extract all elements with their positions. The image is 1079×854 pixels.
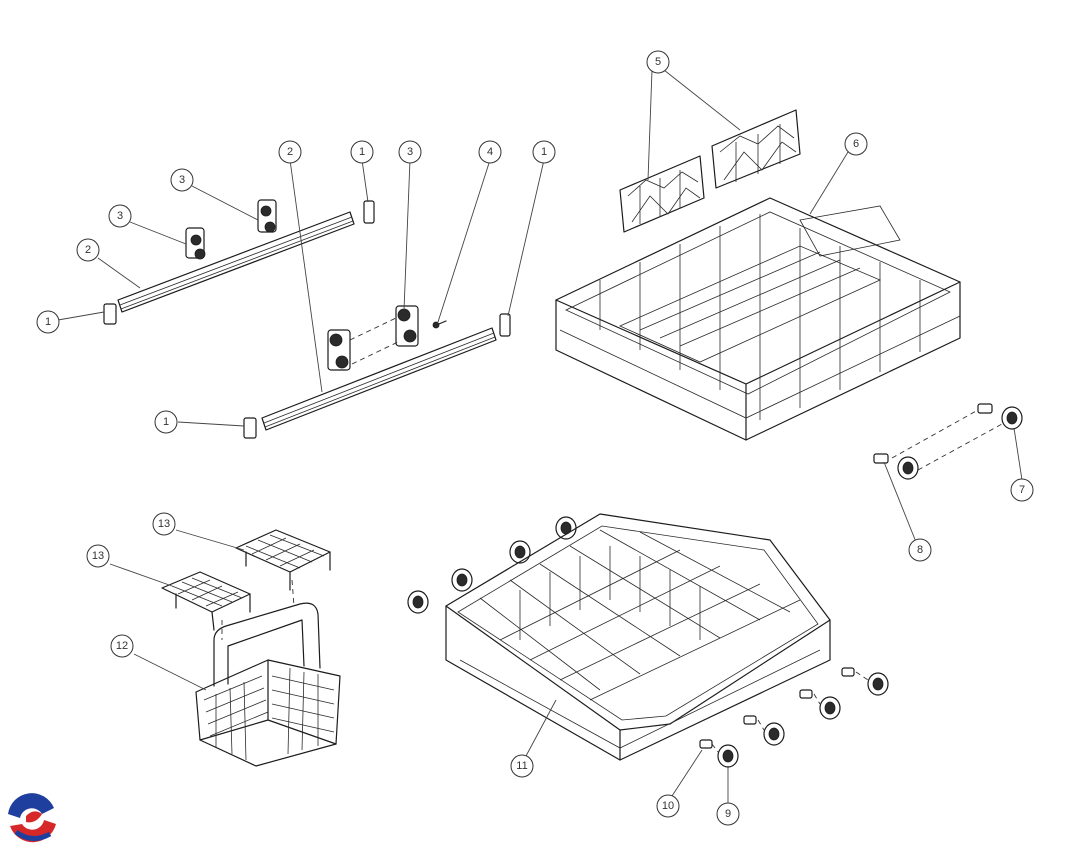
svg-text:7: 7 bbox=[1019, 484, 1025, 496]
cutlery-basket-cover-front bbox=[161, 571, 251, 631]
cutlery-basket bbox=[195, 602, 341, 767]
upper-rack-axle-1 bbox=[977, 403, 993, 414]
svg-text:1: 1 bbox=[45, 316, 51, 328]
svg-text:8: 8 bbox=[917, 544, 923, 556]
callout-3: 3 bbox=[398, 140, 422, 164]
rail-end-cap-2 bbox=[363, 200, 375, 224]
screw bbox=[432, 320, 447, 329]
svg-text:13: 13 bbox=[92, 550, 104, 562]
lower-rack-wheel-1 bbox=[407, 590, 429, 614]
svg-text:1: 1 bbox=[541, 146, 547, 158]
svg-text:5: 5 bbox=[655, 56, 661, 68]
svg-text:3: 3 bbox=[117, 210, 123, 222]
callout-4: 4 bbox=[478, 140, 502, 164]
rail-roller-2 bbox=[257, 199, 277, 233]
callout-9: 9 bbox=[716, 802, 740, 826]
callout-12: 12 bbox=[110, 634, 134, 658]
folding-tine-insert-right bbox=[711, 109, 801, 189]
lower-rack-wheel-4 bbox=[555, 516, 577, 540]
rail-roller-3 bbox=[327, 329, 351, 371]
cutlery-basket-cover-back bbox=[235, 529, 331, 591]
callout-7: 7 bbox=[1010, 478, 1034, 502]
svg-text:2: 2 bbox=[85, 244, 91, 256]
lower-rack-wheel-6 bbox=[819, 696, 841, 720]
upper-rack-wheel-2 bbox=[897, 456, 919, 480]
lower-rack-wheel-2 bbox=[451, 568, 473, 592]
svg-text:12: 12 bbox=[116, 640, 128, 652]
svg-text:1: 1 bbox=[359, 146, 365, 158]
callout-3: 3 bbox=[170, 168, 194, 192]
svg-text:1: 1 bbox=[163, 416, 169, 428]
svg-text:13: 13 bbox=[158, 518, 170, 530]
leader-lines bbox=[57, 69, 1023, 804]
callout-1: 1 bbox=[532, 140, 556, 164]
callout-13: 13 bbox=[86, 544, 110, 568]
svg-text:9: 9 bbox=[725, 808, 731, 820]
svg-text:11: 11 bbox=[516, 760, 527, 772]
callout-5: 5 bbox=[646, 50, 670, 74]
svg-text:10: 10 bbox=[662, 800, 674, 812]
callout-2: 2 bbox=[278, 140, 302, 164]
rail-end-cap-3 bbox=[243, 417, 257, 439]
lower-rack-wheel-8 bbox=[717, 744, 739, 768]
callout-6: 6 bbox=[844, 132, 868, 156]
upper-rail-back bbox=[117, 211, 355, 313]
rail-roller-1 bbox=[185, 227, 206, 260]
upper-rail-front bbox=[261, 327, 497, 431]
lower-rack bbox=[445, 513, 831, 761]
lower-rack-wheel-7 bbox=[763, 722, 785, 746]
callout-1: 1 bbox=[154, 410, 178, 434]
callout-8: 8 bbox=[908, 538, 932, 562]
upper-rack bbox=[555, 197, 961, 441]
brand-logo bbox=[6, 792, 58, 844]
callout-1: 1 bbox=[36, 310, 60, 334]
svg-text:3: 3 bbox=[179, 174, 185, 186]
callout-1: 1 bbox=[350, 140, 374, 164]
svg-text:6: 6 bbox=[853, 138, 859, 150]
rail-roller-4 bbox=[395, 305, 419, 347]
upper-rack-wheel-1 bbox=[1001, 406, 1023, 430]
rail-end-cap-4 bbox=[499, 313, 511, 337]
callout-2: 2 bbox=[76, 238, 100, 262]
svg-text:4: 4 bbox=[487, 146, 493, 158]
callout-10: 10 bbox=[656, 794, 680, 818]
upper-rack-axle-2 bbox=[873, 453, 889, 464]
lower-rack-wheel-5 bbox=[867, 672, 889, 696]
lower-rack-wheel-3 bbox=[509, 540, 531, 564]
folding-tine-insert-left bbox=[619, 155, 705, 233]
rail-end-cap-1 bbox=[103, 303, 117, 325]
callout-11: 11 bbox=[510, 754, 534, 778]
callout-3: 3 bbox=[108, 204, 132, 228]
svg-text:2: 2 bbox=[287, 146, 293, 158]
svg-text:3: 3 bbox=[407, 146, 413, 158]
callout-13: 13 bbox=[152, 512, 176, 536]
